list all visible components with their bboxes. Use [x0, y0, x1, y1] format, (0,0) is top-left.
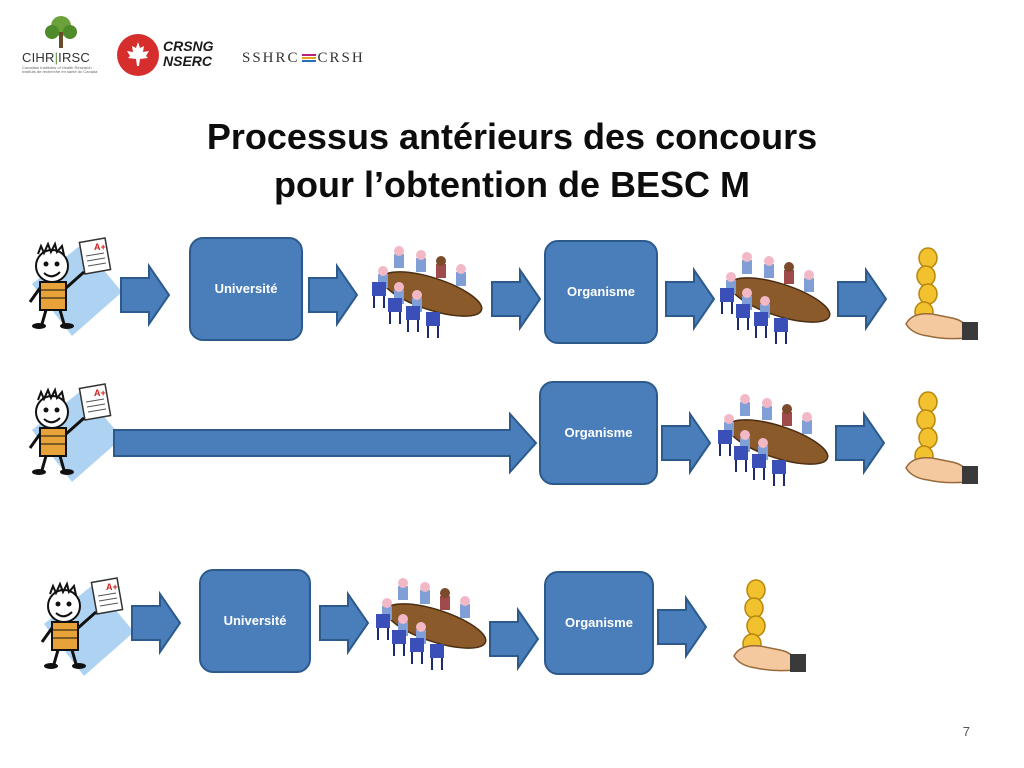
- committee-meeting-icon: [375, 577, 492, 671]
- coins-in-hand-icon: [733, 579, 807, 673]
- organisme-box: Organisme: [544, 571, 654, 675]
- maple-tree-icon: [45, 16, 77, 48]
- student-with-paper-icon: [28, 382, 124, 484]
- flow-arrow: [657, 597, 707, 657]
- flow-arrow: [491, 269, 541, 329]
- title-line-2: pour l’obtention de BESC M: [274, 164, 750, 205]
- flow-arrow: [120, 265, 170, 325]
- coins-in-hand-icon: [905, 247, 979, 341]
- nserc-text: CRSNG NSERC: [163, 38, 214, 69]
- flow-arrow: [319, 593, 369, 653]
- flow-arrow: [835, 413, 885, 473]
- flow-arrow: [661, 413, 711, 473]
- cihr-fine-print: Canadian Institutes of Health Research ·…: [22, 65, 98, 74]
- committee-meeting-icon: [371, 245, 488, 339]
- organisme-box: Organisme: [539, 381, 658, 485]
- nserc-logo: CRSNG NSERC: [117, 32, 227, 80]
- flow-arrow: [489, 609, 539, 669]
- slide-title: Processus antérieurs des concours pour l…: [150, 113, 874, 209]
- committee-meeting-icon: [719, 251, 836, 345]
- title-line-1: Processus antérieurs des concours: [206, 116, 818, 157]
- flow-arrow: [131, 593, 181, 653]
- coins-in-hand-icon: [905, 391, 979, 485]
- committee-meeting-icon: [717, 393, 834, 487]
- cihr-abbreviation: CIHR|IRSC: [22, 50, 91, 65]
- maple-leaf-icon: [117, 34, 159, 76]
- student-with-paper-icon: [40, 576, 136, 678]
- flow-arrow: [665, 269, 715, 329]
- flow-arrow: [837, 269, 887, 329]
- sshrc-bars-icon: [301, 54, 316, 63]
- flow-arrow: [308, 265, 358, 325]
- organisme-box: Organisme: [544, 240, 658, 344]
- universite-box: Université: [199, 569, 311, 673]
- cihr-logo: CIHR|IRSC Canadian Institutes of Health …: [18, 14, 104, 74]
- long-flow-arrow: [113, 411, 538, 475]
- page-number: 7: [962, 724, 970, 739]
- universite-box: Université: [189, 237, 303, 341]
- student-with-paper-icon: [28, 236, 124, 338]
